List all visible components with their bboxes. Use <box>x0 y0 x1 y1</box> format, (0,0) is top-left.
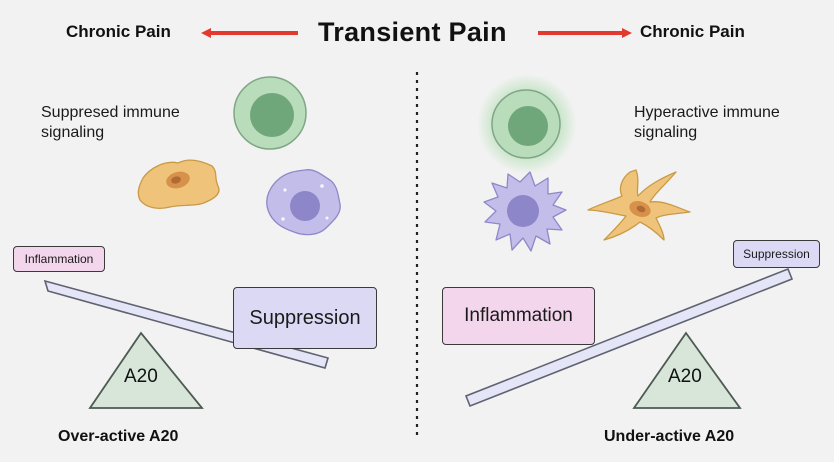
macrophage-cell-left <box>266 169 341 236</box>
glial-cell-left <box>137 159 220 209</box>
right-a20-label: A20 <box>668 366 702 387</box>
under-active-a20-label: Under-active A20 <box>604 428 735 445</box>
left-a20-label: A20 <box>124 366 158 387</box>
right-caption: Hyperactive immune signaling <box>634 104 780 141</box>
chronic-pain-right-label: Chronic Pain <box>640 22 745 41</box>
chronic-pain-left-label: Chronic Pain <box>66 22 171 41</box>
left-suppression-box: Suppression <box>233 287 377 349</box>
fulcrum-right <box>632 331 742 409</box>
left-inflammation-box: Inflammation <box>13 246 105 272</box>
left-caption: Suppresed immune signaling <box>41 104 180 141</box>
fulcrum-left <box>88 331 204 409</box>
lymphocyte-cell-right <box>477 74 577 174</box>
over-active-a20-label: Over-active A20 <box>58 428 179 445</box>
macrophage-cell-right <box>483 171 567 252</box>
seesaw-beam-right <box>464 267 794 408</box>
lymphocyte-cell-left <box>233 76 307 150</box>
glial-cell-right <box>587 169 691 241</box>
right-suppression-box: Suppression <box>733 240 820 268</box>
right-inflammation-box: Inflammation <box>442 287 595 345</box>
diagram-title: Transient Pain <box>318 17 507 47</box>
